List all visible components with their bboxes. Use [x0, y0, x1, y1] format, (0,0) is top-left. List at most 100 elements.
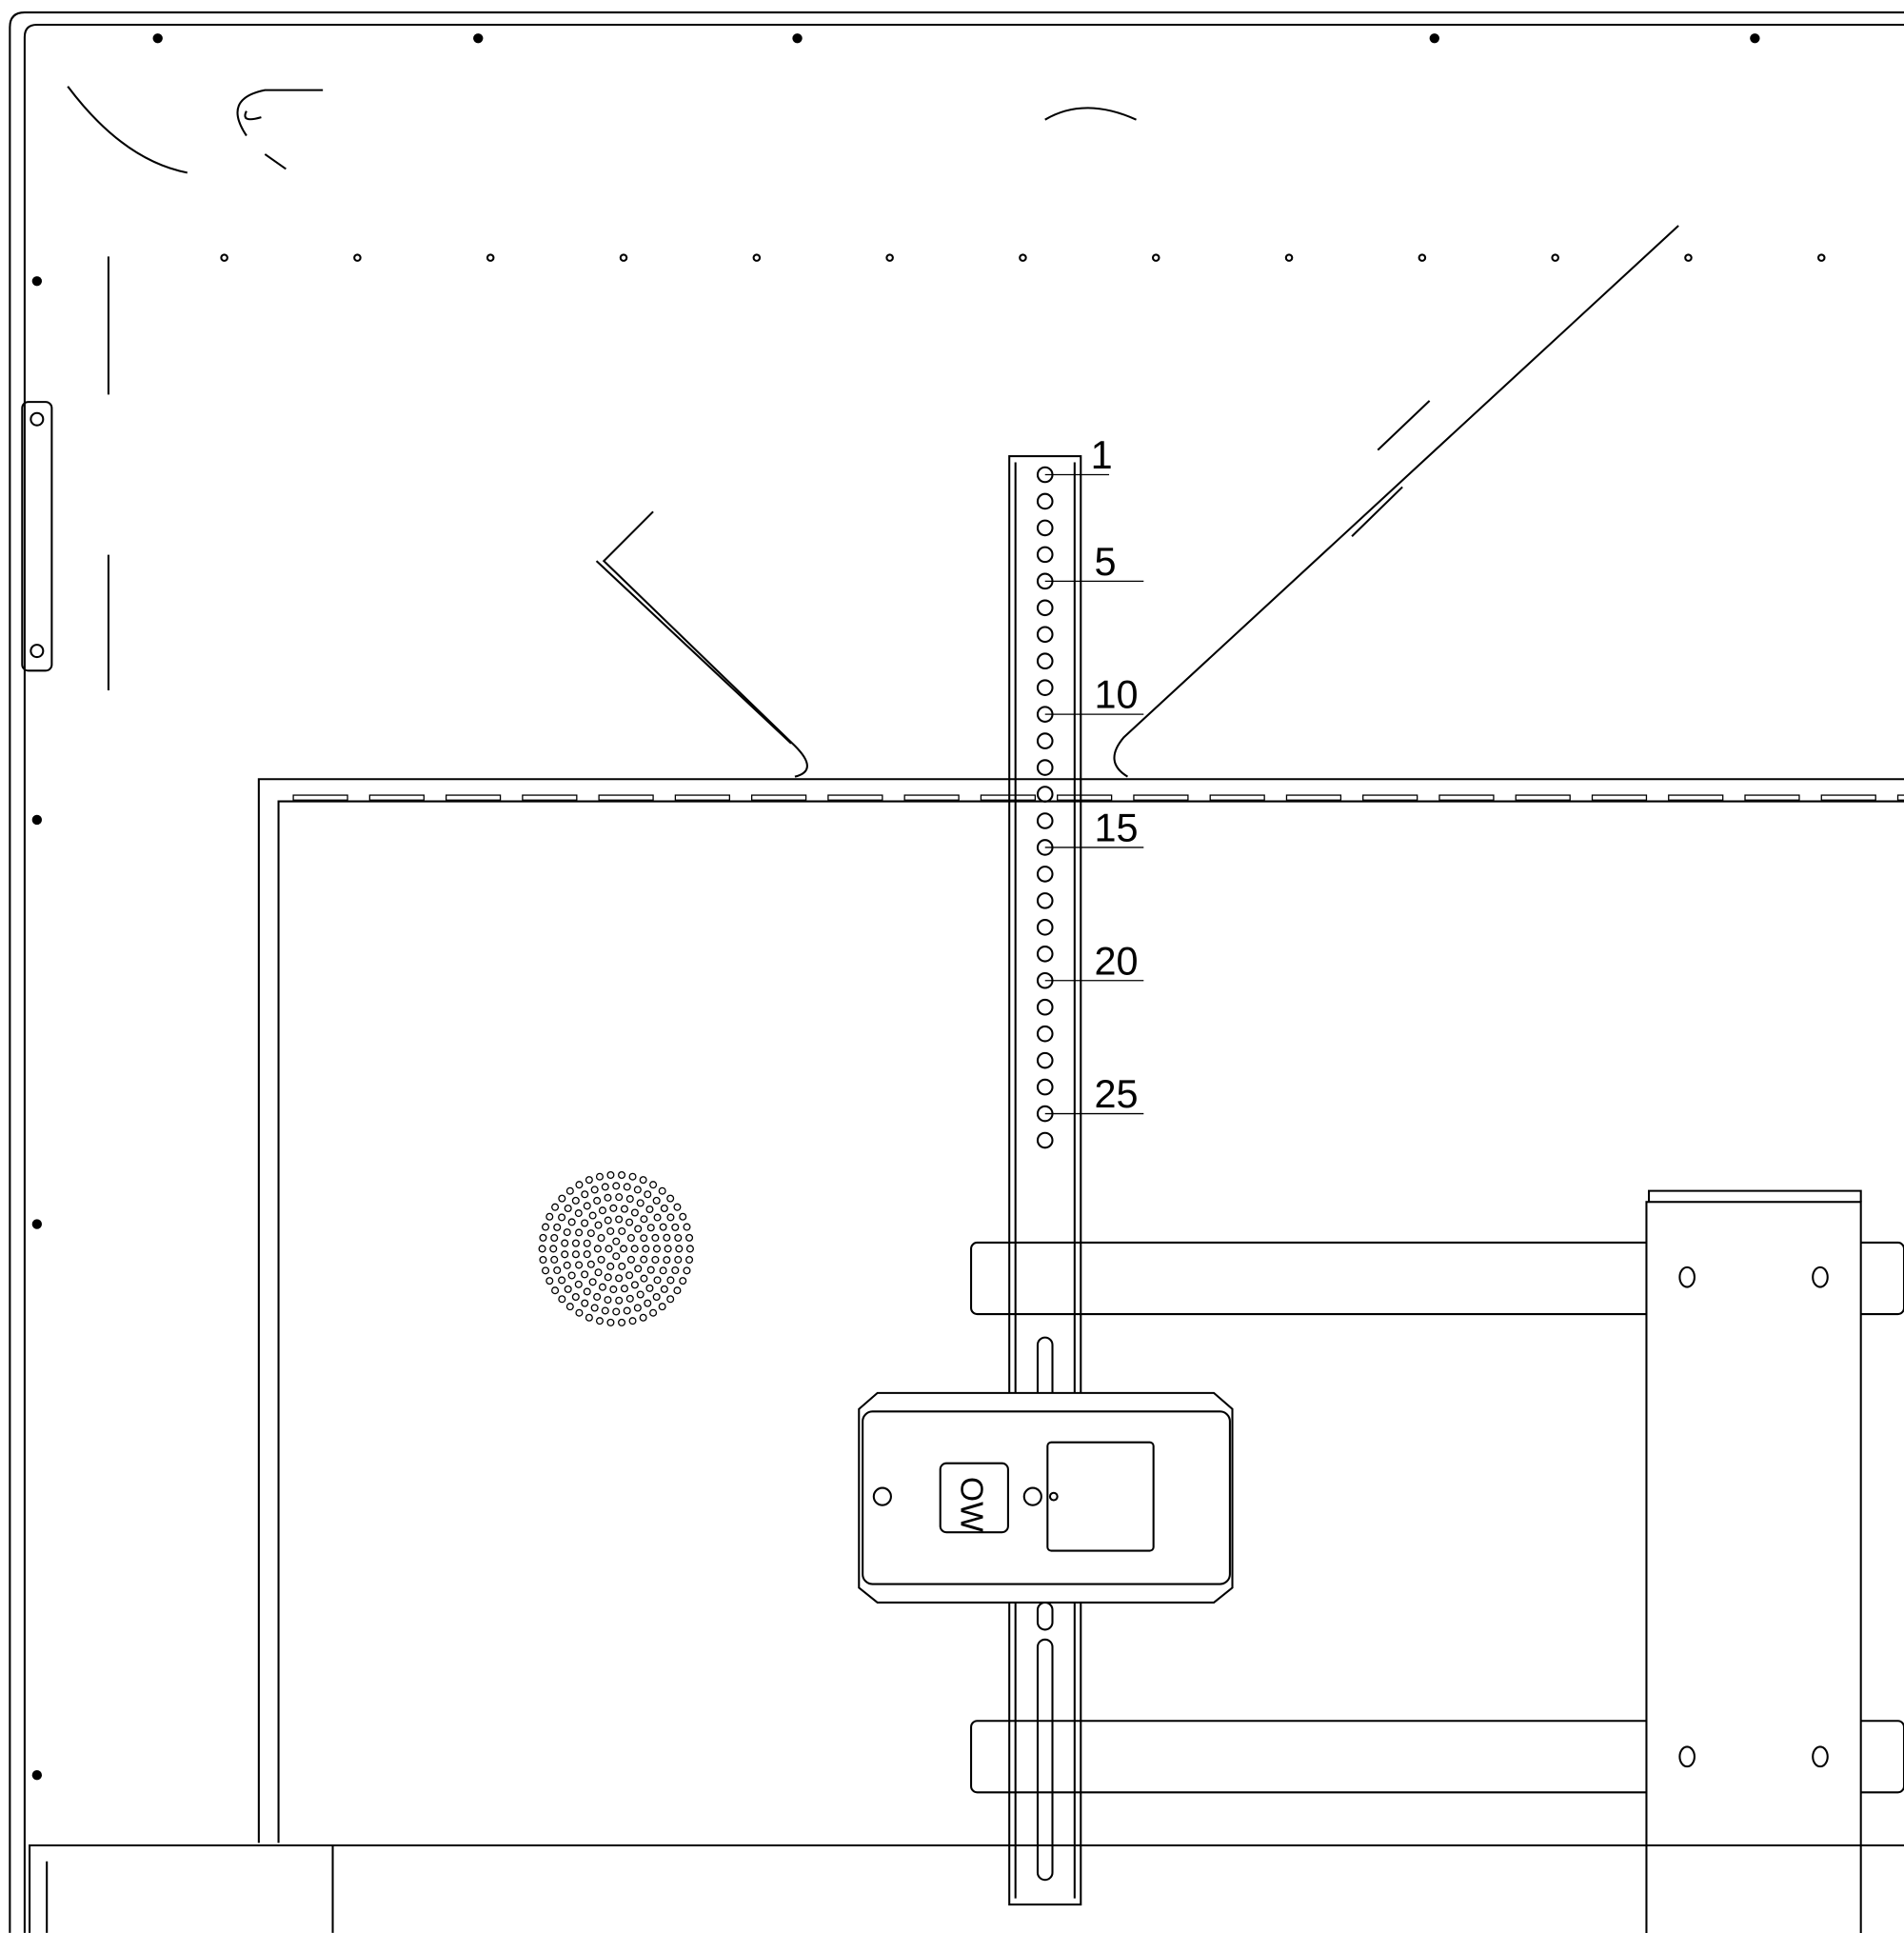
grille-hole — [673, 1203, 682, 1211]
grille-hole — [598, 1283, 606, 1291]
rail-hole — [1036, 945, 1054, 963]
vent-slot — [1285, 794, 1342, 801]
plate-holes — [1678, 1265, 1829, 1768]
grille-hole — [558, 1295, 566, 1304]
grille-hole — [561, 1250, 569, 1259]
grille-hole — [660, 1204, 668, 1213]
rail-hole — [1036, 546, 1054, 564]
screw-dot — [31, 276, 43, 287]
grille-hole — [593, 1245, 602, 1253]
grille-hole — [575, 1261, 584, 1269]
grille-hole — [612, 1307, 621, 1316]
grille-hole — [604, 1193, 612, 1202]
screw-dot — [619, 253, 628, 262]
rail-hole — [1036, 679, 1054, 696]
grille-hole — [571, 1239, 580, 1247]
grille-hole — [583, 1250, 591, 1259]
grille-hole — [674, 1233, 683, 1242]
grille-hole — [565, 1303, 574, 1311]
grille-hole — [558, 1276, 566, 1285]
rail-hole — [1036, 1078, 1054, 1096]
grille-hole — [625, 1294, 634, 1303]
grille-hole — [659, 1223, 667, 1231]
grille-hole — [550, 1255, 559, 1264]
grille-hole — [652, 1196, 661, 1205]
grille-hole — [583, 1202, 591, 1210]
speaker-grille — [538, 1170, 694, 1326]
bottom-strip — [29, 1843, 1904, 1933]
rail-hole — [1036, 1025, 1054, 1043]
grille-hole — [588, 1278, 597, 1286]
screw-dot — [31, 814, 43, 826]
grille-hole — [633, 1186, 642, 1194]
grille-hole — [549, 1245, 558, 1253]
grille-hole — [597, 1234, 605, 1243]
grille-hole — [671, 1266, 680, 1275]
rail-hole — [1036, 732, 1054, 749]
grille-hole — [666, 1295, 675, 1304]
box-logo — [939, 1462, 1009, 1534]
grille-hole — [644, 1299, 652, 1307]
grille-hole — [571, 1250, 580, 1259]
top-screw-row — [31, 33, 1826, 1781]
grille-hole — [604, 1273, 612, 1282]
grille-hole — [606, 1170, 615, 1180]
grille-hole — [598, 1206, 606, 1215]
grille-hole — [645, 1284, 654, 1292]
hole-label: 15 — [1095, 806, 1139, 849]
grille-hole — [590, 1304, 599, 1312]
screw-dot — [1684, 253, 1693, 262]
rail-hole — [1036, 652, 1054, 670]
vent-slot — [750, 794, 807, 801]
vent-slot — [1515, 794, 1571, 801]
grille-hole — [659, 1266, 667, 1275]
grille-hole — [567, 1271, 576, 1280]
inner-panel — [257, 778, 1904, 1843]
grille-hole — [663, 1256, 671, 1265]
screw-dot — [792, 33, 803, 44]
grille-hole — [658, 1303, 666, 1311]
grille-hole — [651, 1255, 660, 1264]
grille-hole — [642, 1245, 650, 1253]
screw-dot — [1429, 33, 1439, 44]
grille-hole — [586, 1260, 595, 1268]
grille-hole — [583, 1287, 591, 1296]
rail-hole — [1036, 892, 1054, 909]
hole-label: 10 — [1095, 673, 1139, 717]
screw-dot — [152, 33, 163, 44]
grille-hole — [649, 1308, 658, 1317]
vent-slot — [1057, 794, 1113, 801]
grille-hole — [590, 1186, 599, 1194]
left-handle — [21, 401, 53, 672]
grille-hole — [634, 1265, 643, 1273]
grille-hole — [575, 1228, 584, 1237]
grille-hole — [620, 1245, 628, 1253]
grille-hole — [545, 1212, 554, 1221]
grille-hole — [593, 1292, 602, 1301]
rail-holes — [1036, 466, 1054, 1149]
grille-hole — [658, 1186, 666, 1195]
screw-dot — [752, 253, 762, 262]
grille-hole — [588, 1211, 597, 1220]
grille-hole — [646, 1265, 655, 1274]
grille-hole — [612, 1182, 621, 1190]
grille-hole — [593, 1196, 602, 1205]
screw-dot — [1151, 253, 1160, 262]
grille-hole — [675, 1245, 684, 1253]
grille-hole — [618, 1170, 626, 1180]
grille-hole — [604, 1216, 612, 1225]
grille-hole — [564, 1204, 572, 1213]
grille-hole — [542, 1223, 550, 1231]
grille-hole — [553, 1266, 562, 1275]
right-plate — [1645, 1201, 1862, 1933]
screw-dot — [1816, 253, 1826, 262]
grille-hole — [626, 1255, 635, 1264]
grille-hole — [551, 1203, 560, 1211]
grille-hole — [630, 1208, 639, 1217]
grille-hole — [567, 1218, 576, 1226]
lower-crossbar — [970, 1720, 1904, 1794]
rail-hole — [1036, 812, 1054, 829]
grille-hole — [653, 1276, 662, 1285]
vent-slot — [1438, 794, 1495, 801]
grille-hole — [565, 1186, 574, 1195]
